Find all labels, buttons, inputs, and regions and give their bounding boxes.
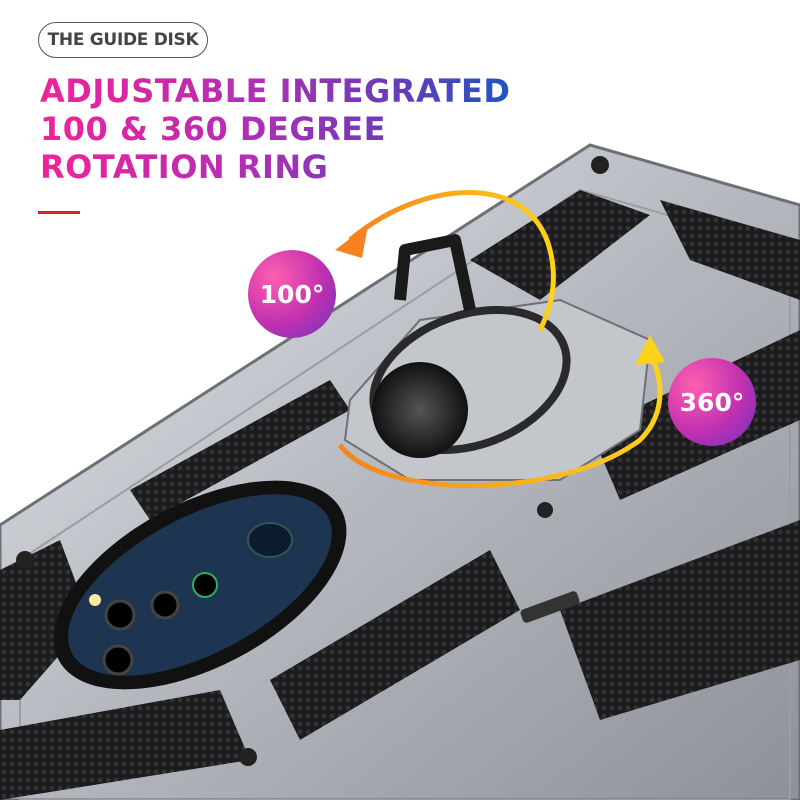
arrow-head-up-icon bbox=[635, 335, 665, 365]
phone-case bbox=[0, 143, 800, 800]
grip-panel bbox=[270, 550, 520, 740]
arrow-head-left-icon bbox=[335, 225, 368, 258]
headline-line: ADJUSTABLE INTEGRATED bbox=[40, 72, 511, 110]
headline-line: 100 & 360 DEGREE bbox=[40, 110, 386, 148]
rotation-ring bbox=[343, 234, 652, 481]
case-buttons bbox=[16, 156, 609, 766]
guide-disk-tag: THE GUIDE DISK bbox=[38, 22, 208, 58]
headline: ADJUSTABLE INTEGRATED 100 & 360 DEGREE R… bbox=[40, 72, 510, 186]
rotation-arrows bbox=[335, 190, 665, 489]
grip-panel bbox=[0, 540, 90, 700]
grip-panel bbox=[470, 190, 650, 300]
accent-divider bbox=[38, 211, 80, 214]
grip-panel bbox=[130, 380, 350, 520]
badge-100-degree: 100° bbox=[248, 250, 336, 338]
grip-panel bbox=[560, 520, 800, 720]
headline-line: ROTATION RING bbox=[40, 148, 329, 186]
grip-panel bbox=[660, 200, 800, 300]
badge-360-degree: 360° bbox=[668, 358, 756, 446]
camera-module bbox=[53, 480, 347, 690]
grip-panel bbox=[0, 690, 250, 800]
